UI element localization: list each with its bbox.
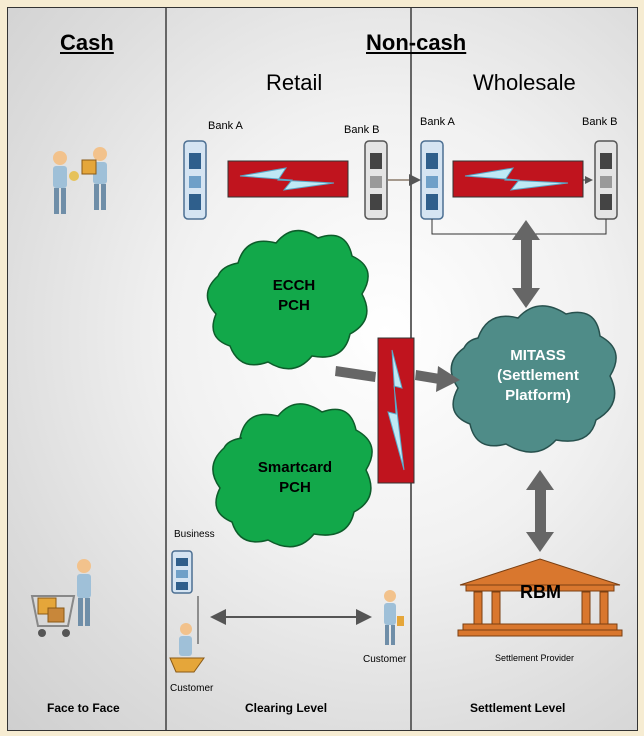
wholesale-bank-a-icon <box>420 140 444 220</box>
clearing-to-mitass-arrow <box>335 366 460 392</box>
shopping-cart-icon <box>30 559 91 637</box>
face-to-face-label: Face to Face <box>47 701 120 715</box>
mitass-rbm-double-arrow <box>526 470 554 552</box>
clearing-level-label: Clearing Level <box>245 701 328 715</box>
diagram-panel: Cash Non-cash Retail Wholesale Bank A Ba… <box>7 7 638 731</box>
retail-bank-a-label: Bank A <box>208 120 243 132</box>
non-cash-header: Non-cash <box>366 30 467 55</box>
customer-left-icon <box>169 623 205 673</box>
wholesale-bank-b-icon <box>594 140 618 220</box>
retail-header: Retail <box>266 70 323 95</box>
retail-bank-b-icon <box>364 140 388 220</box>
central-firewall-icon <box>377 337 415 484</box>
wholesale-bank-b-label: Bank B <box>582 116 618 128</box>
rbm-label: RBM <box>520 582 561 602</box>
settlement-level-label: Settlement Level <box>470 701 566 715</box>
business-building-icon <box>171 550 193 594</box>
wholesale-header: Wholesale <box>473 70 576 95</box>
business-label: Business <box>174 529 215 540</box>
ecch-cloud <box>206 229 369 370</box>
face-to-face-people-icon <box>53 147 107 214</box>
diagram-graphics <box>30 140 623 673</box>
ecch-label: ECCH PCH <box>272 277 316 314</box>
retail-firewall-icon <box>227 160 349 198</box>
customer-right-icon <box>384 590 404 645</box>
smartcard-cloud <box>212 403 373 548</box>
wholesale-firewall-icon <box>452 160 584 198</box>
retail-bank-a-icon <box>183 140 207 220</box>
mitass-cloud <box>450 305 617 453</box>
settlement-provider-label: Settlement Provider <box>495 653 575 663</box>
banks-mitass-double-arrow <box>512 220 540 308</box>
smartcard-label: Smartcard PCH <box>257 459 333 496</box>
customer-right-label: Customer <box>363 654 407 665</box>
customer-left-label: Customer <box>170 683 214 694</box>
mitass-label: MITASS (Settlement Platform) <box>497 347 579 404</box>
cash-header: Cash <box>60 30 114 55</box>
retail-bank-b-label: Bank B <box>344 124 380 136</box>
rbm-building-icon <box>457 558 623 637</box>
wholesale-bank-a-label: Bank A <box>420 116 455 128</box>
cash-divider <box>165 8 167 730</box>
